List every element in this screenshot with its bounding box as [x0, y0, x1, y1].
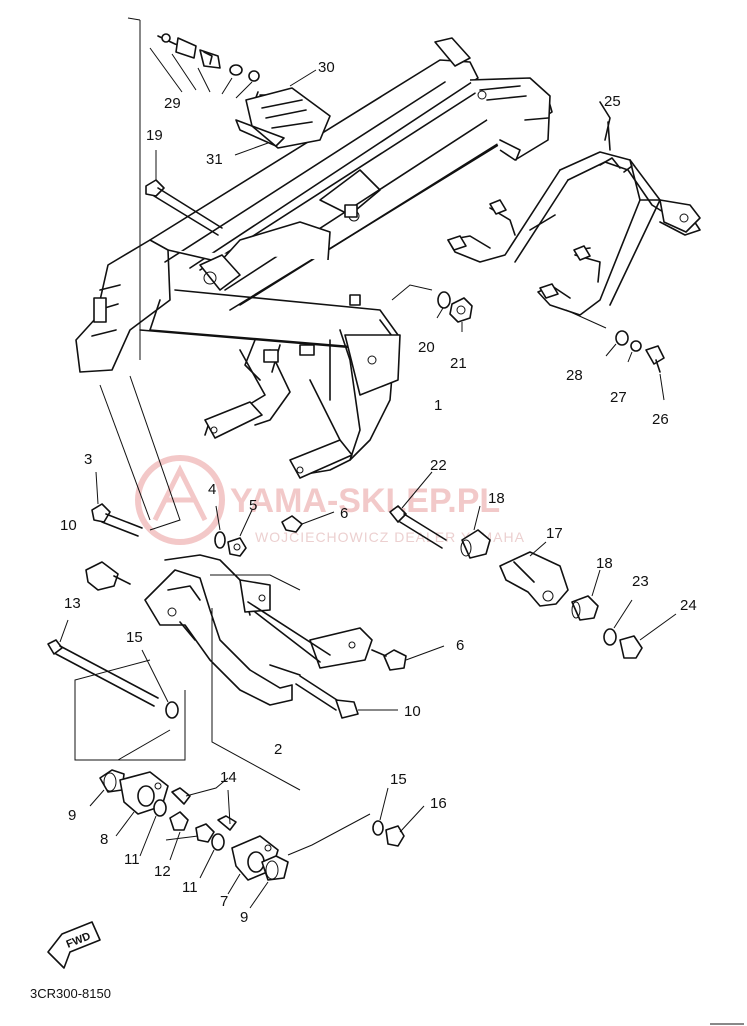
callout-3: 3: [84, 451, 92, 468]
bolt-10-right: [295, 675, 398, 719]
callout-14: 14: [220, 769, 237, 786]
bolt-6-upper: [281, 511, 335, 533]
watermark-brand: YAMA-SKLEP.PL: [230, 482, 500, 520]
callout-30: 30: [318, 59, 335, 76]
diagram-code: 3CR300-8150: [30, 986, 111, 1001]
bolt-3: [91, 471, 143, 537]
callout-12: 12: [154, 863, 171, 880]
callout-17: 17: [546, 525, 563, 542]
callout-24: 24: [680, 597, 697, 614]
callout-25: 25: [604, 93, 621, 110]
callout-23: 23: [632, 573, 649, 590]
main-frame: [75, 37, 553, 479]
engine-bracket: [74, 554, 373, 791]
callout-21: 21: [450, 355, 467, 372]
part-callouts: 1 2 3 4 5 6 6 7 8 9 9 10 10 11 11 12 13 …: [60, 59, 697, 926]
fastener-4-5: [214, 505, 253, 557]
callout-18-lower: 18: [596, 555, 613, 572]
callout-27: 27: [610, 389, 627, 406]
callout-15-left: 15: [126, 629, 143, 646]
callout-6-lower: 6: [456, 637, 464, 654]
forward-arrow-icon: FWD: [47, 921, 101, 969]
callout-11-left: 11: [124, 851, 140, 868]
callout-28: 28: [566, 367, 583, 384]
callout-9-left: 9: [68, 807, 76, 824]
callout-18-upper: 18: [488, 490, 505, 507]
bolt-19: [145, 150, 223, 236]
watermark: YAMA-SKLEP.PL WOJCIECHOWICZ DEALER YAMAH…: [135, 455, 525, 545]
callout-7: 7: [220, 893, 228, 910]
callout-20: 20: [418, 339, 435, 356]
callout-2: 2: [274, 741, 282, 758]
fastener-group-upper-right: [391, 284, 665, 401]
callout-10-right: 10: [404, 703, 421, 720]
callout-13: 13: [64, 595, 81, 612]
mount-bushings: [89, 729, 425, 909]
callout-6-upper: 6: [340, 505, 348, 522]
callout-15-right: 15: [390, 771, 407, 788]
watermark-dealer: WOJCIECHOWICZ DEALER YAMAHA: [255, 529, 525, 545]
callout-31: 31: [206, 151, 223, 168]
callout-5: 5: [249, 497, 257, 514]
stay-17-group: [389, 471, 677, 659]
callout-4: 4: [208, 481, 216, 498]
rear-subframe: [447, 101, 701, 316]
callout-19: 19: [146, 127, 163, 144]
bolt-13: [47, 619, 179, 719]
callout-9-right: 9: [240, 909, 248, 926]
bolt-10-left: [85, 561, 131, 591]
callout-22: 22: [430, 457, 447, 474]
callout-1: 1: [434, 397, 442, 414]
watermark-logo-icon: [135, 455, 225, 545]
top-small-parts: [149, 33, 331, 156]
callout-11-right: 11: [182, 879, 198, 896]
callout-10-left: 10: [60, 517, 77, 534]
callout-16: 16: [430, 795, 447, 812]
bolt-6-lower: [371, 645, 445, 671]
callout-8: 8: [100, 831, 108, 848]
callout-29: 29: [164, 95, 181, 112]
callout-26: 26: [652, 411, 669, 428]
